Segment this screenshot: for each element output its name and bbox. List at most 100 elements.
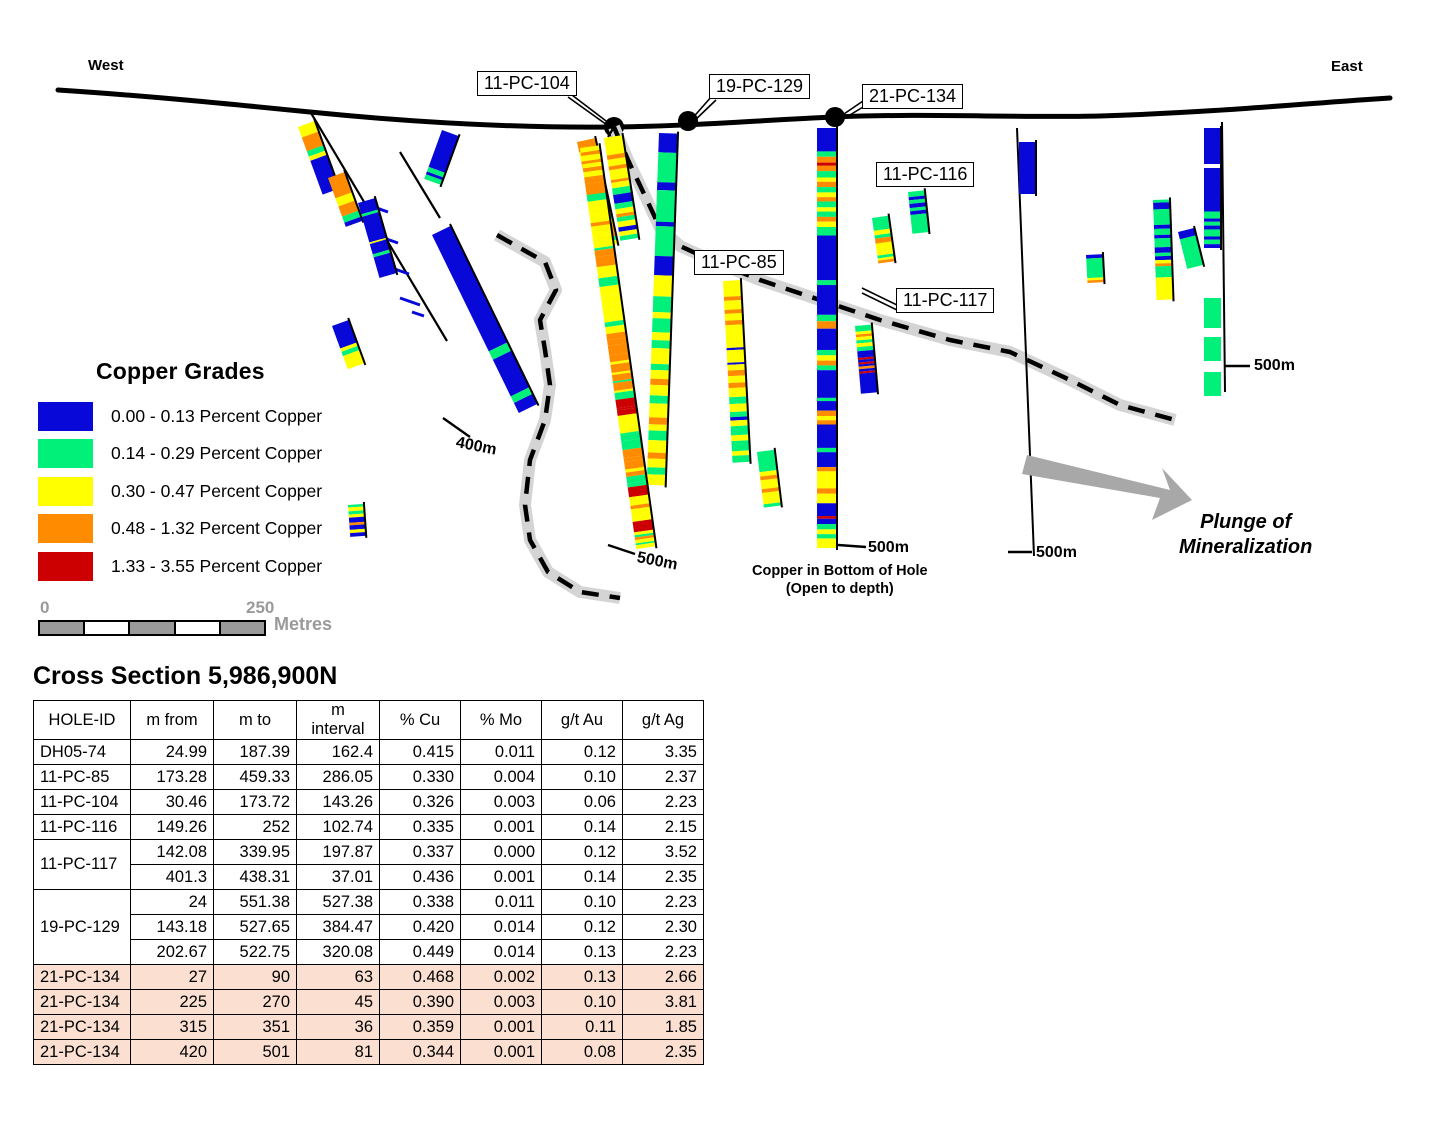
scale-bar-numbers: 0 250 (38, 598, 333, 620)
hole-11-pc-116 (872, 213, 897, 264)
tick-400m (442, 417, 471, 438)
table-cell-cu: 0.337 (379, 839, 461, 865)
table-col-header-1: m from (130, 700, 214, 740)
table-cell-cu: 0.415 (379, 739, 461, 765)
table-cell-au: 0.13 (541, 964, 623, 990)
hole-label-11-pc-104[interactable]: 11-PC-104 (477, 71, 577, 96)
legend-label-3: 0.48 - 1.32 Percent Copper (111, 518, 323, 538)
table-cell-interval: 286.05 (296, 764, 380, 790)
table-cell-au: 0.14 (541, 814, 623, 840)
collar-dot-134 (825, 107, 845, 127)
hole-label-11-pc-116[interactable]: 11-PC-116 (876, 162, 975, 187)
mineralization-outline-dash (495, 233, 621, 601)
table-cell-from: 27 (130, 964, 214, 990)
table-cell-cu: 0.359 (379, 1014, 461, 1040)
table-cell-from: 24 (130, 889, 214, 915)
table-cell-interval: 384.47 (296, 914, 380, 940)
table-cell-hole-id: 11-PC-117 (33, 839, 131, 890)
legend-title: Copper Grades (96, 358, 265, 384)
table-cell-from: 142.08 (130, 839, 214, 865)
legend-label-0: 0.00 - 0.13 Percent Copper (111, 405, 323, 426)
table-cell-mo: 0.011 (460, 889, 542, 915)
table-cell-to: 339.95 (213, 839, 297, 865)
hole-w1b (328, 169, 365, 227)
west-label: West (88, 57, 124, 74)
scale-segment-2 (85, 622, 131, 634)
hole-e5 (1204, 126, 1222, 166)
table-cell-au: 0.10 (541, 989, 623, 1015)
hole-e1 (1019, 140, 1037, 196)
legend-item-1: 0.14 - 0.29 Percent Copper (38, 439, 322, 469)
table-cell-from: 143.18 (130, 914, 214, 940)
hole-19-pc-129 (646, 131, 680, 488)
table-cell-au: 0.08 (541, 1039, 623, 1065)
hole-label-19-pc-129[interactable]: 19-PC-129 (709, 74, 811, 99)
cross-section-svg (55, 87, 1393, 604)
cross-section-table-title: Cross Section 5,986,900N (33, 662, 338, 690)
hole-e8 (1204, 337, 1221, 361)
table-cell-ag: 2.30 (622, 914, 704, 940)
hole-e3 (1153, 197, 1175, 302)
table-cell-from: 149.26 (130, 814, 214, 840)
hole-label-21-pc-134[interactable]: 21-PC-134 (862, 84, 964, 109)
table-cell-ag: 2.35 (622, 864, 704, 890)
plunge-line1: Plunge of (1200, 511, 1292, 533)
table-cell-hole-id: 11-PC-104 (33, 789, 131, 815)
hole-e4 (1178, 225, 1206, 269)
table-cell-hole-id: 21-PC-134 (33, 989, 131, 1015)
table-cell-au: 0.14 (541, 864, 623, 890)
scale-segment-3 (130, 622, 176, 634)
table-col-header-5: % Mo (460, 700, 542, 740)
hole-11-pc-104 (432, 223, 540, 413)
table-cell-au: 0.10 (541, 764, 623, 790)
table-col-header-4: % Cu (379, 700, 461, 740)
table-cell-to: 522.75 (213, 939, 297, 965)
table-cell-cu: 0.449 (379, 939, 461, 965)
table-cell-to: 438.31 (213, 864, 297, 890)
table-cell-mo: 0.004 (460, 764, 542, 790)
table-cell-to: 252 (213, 814, 297, 840)
table-cell-hole-id: 21-PC-134 (33, 1039, 131, 1065)
table-cell-mo: 0.014 (460, 914, 542, 940)
table-cell-mo: 0.003 (460, 989, 542, 1015)
table-cell-ag: 2.23 (622, 789, 704, 815)
table-cell-ag: 1.85 (622, 1014, 704, 1040)
table-cell-interval: 45 (296, 989, 380, 1015)
leader-129a (689, 95, 713, 122)
legend-item-2: 0.30 - 0.47 Percent Copper (38, 476, 322, 506)
table-cell-cu: 0.436 (379, 864, 461, 890)
hole-label-11-pc-85[interactable]: 11-PC-85 (694, 250, 784, 275)
scale-segment-4 (175, 622, 221, 634)
table-cell-cu: 0.344 (379, 1039, 461, 1065)
copper-grades-legend: Copper Grades 0.00 - 0.13 Percent Copper… (38, 358, 322, 589)
legend-swatch-0 (38, 401, 93, 431)
hole-label-11-pc-117[interactable]: 11-PC-117 (896, 288, 995, 313)
table-cell-from: 315 (130, 1014, 214, 1040)
table-cell-ag: 2.66 (622, 964, 704, 990)
table-cell-ag: 3.52 (622, 839, 704, 865)
bottom-of-hole-note-line2: (Open to depth) (785, 581, 894, 597)
table-cell-to: 90 (213, 964, 297, 990)
table-cell-to: 551.38 (213, 889, 297, 915)
table-cell-cu: 0.390 (379, 989, 461, 1015)
table-cell-from: 24.99 (130, 739, 214, 765)
table-cell-hole-id: 19-PC-129 (33, 889, 131, 965)
table-cell-to: 270 (213, 989, 297, 1015)
vertical-grid-1 (1016, 127, 1035, 557)
hole-w3 (358, 195, 399, 278)
